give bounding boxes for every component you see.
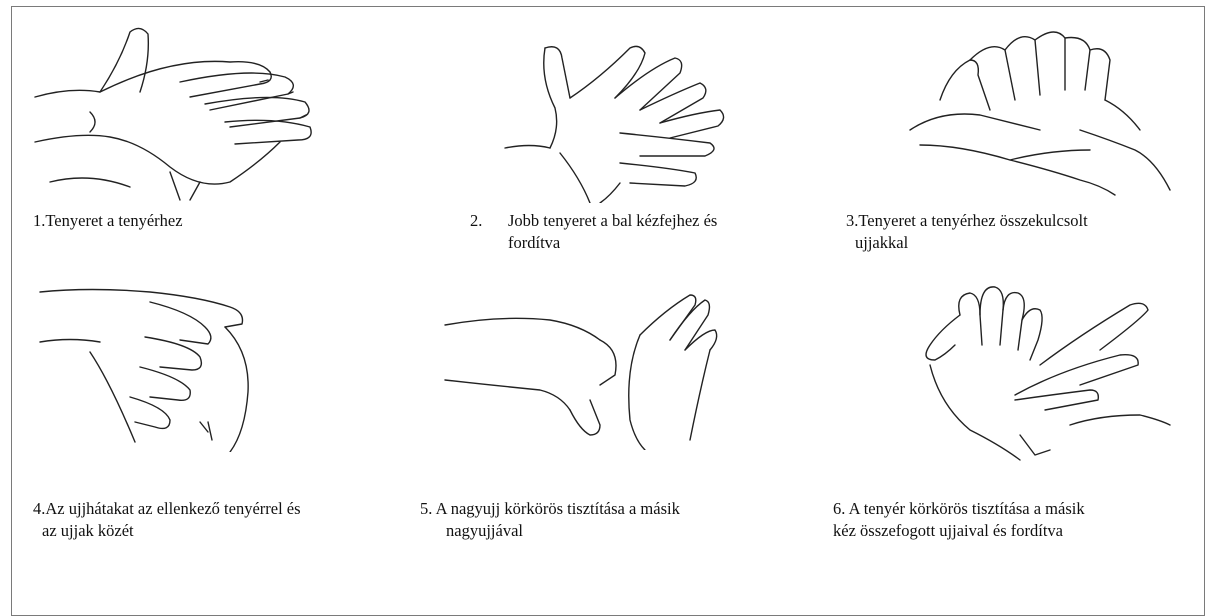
palm-to-palm-icon — [30, 22, 330, 202]
step-text-line2: az ujjak közét — [42, 520, 301, 542]
step-number: 3. — [846, 210, 858, 232]
step-number: 6. — [833, 498, 845, 520]
step-3-caption: 3.Tenyeret a tenyérhez összekulcsolt ujj… — [846, 210, 1088, 254]
backs-of-fingers-icon — [30, 282, 260, 452]
thumb-rotation-icon — [440, 290, 730, 450]
step-4-caption: 4.Az ujjhátakat az ellenkező tenyérrel é… — [33, 498, 301, 542]
interlaced-fingers-icon — [900, 20, 1180, 205]
step-number: 4. — [33, 498, 45, 520]
step-1-caption: 1.Tenyeret a tenyérhez — [33, 210, 183, 232]
step-2-caption: 2.Jobb tenyeret a bal kézfejhez és fordí… — [470, 210, 717, 254]
step-text-line1: Tenyeret a tenyérhez — [45, 211, 182, 230]
step-5-caption: 5. A nagyujj körkörös tisztítása a másik… — [420, 498, 680, 542]
step-text-line1: Jobb tenyeret a bal kézfejhez és — [508, 211, 717, 230]
step-number: 1. — [33, 210, 45, 232]
step-text-line2: ujjakkal — [855, 232, 1088, 254]
fingertips-in-palm-icon — [900, 285, 1180, 465]
step-text-line1: Tenyeret a tenyérhez összekulcsolt — [858, 211, 1087, 230]
step-number: 5. — [420, 498, 432, 520]
step-text-line2: kéz összefogott ujjaival és fordítva — [833, 520, 1085, 542]
step-text-line1: A nagyujj körkörös tisztítása a másik — [436, 499, 680, 518]
step-text-line1: Az ujjhátakat az ellenkező tenyérrel és — [45, 499, 300, 518]
step-text-line2: fordítva — [508, 232, 717, 254]
step-number: 2. — [470, 210, 508, 232]
palm-over-dorsum-icon — [500, 38, 750, 203]
step-text-line2: nagyujjával — [446, 520, 680, 542]
step-text-line1: A tenyér körkörös tisztítása a másik — [849, 499, 1085, 518]
step-6-caption: 6. A tenyér körkörös tisztítása a másik … — [833, 498, 1085, 542]
